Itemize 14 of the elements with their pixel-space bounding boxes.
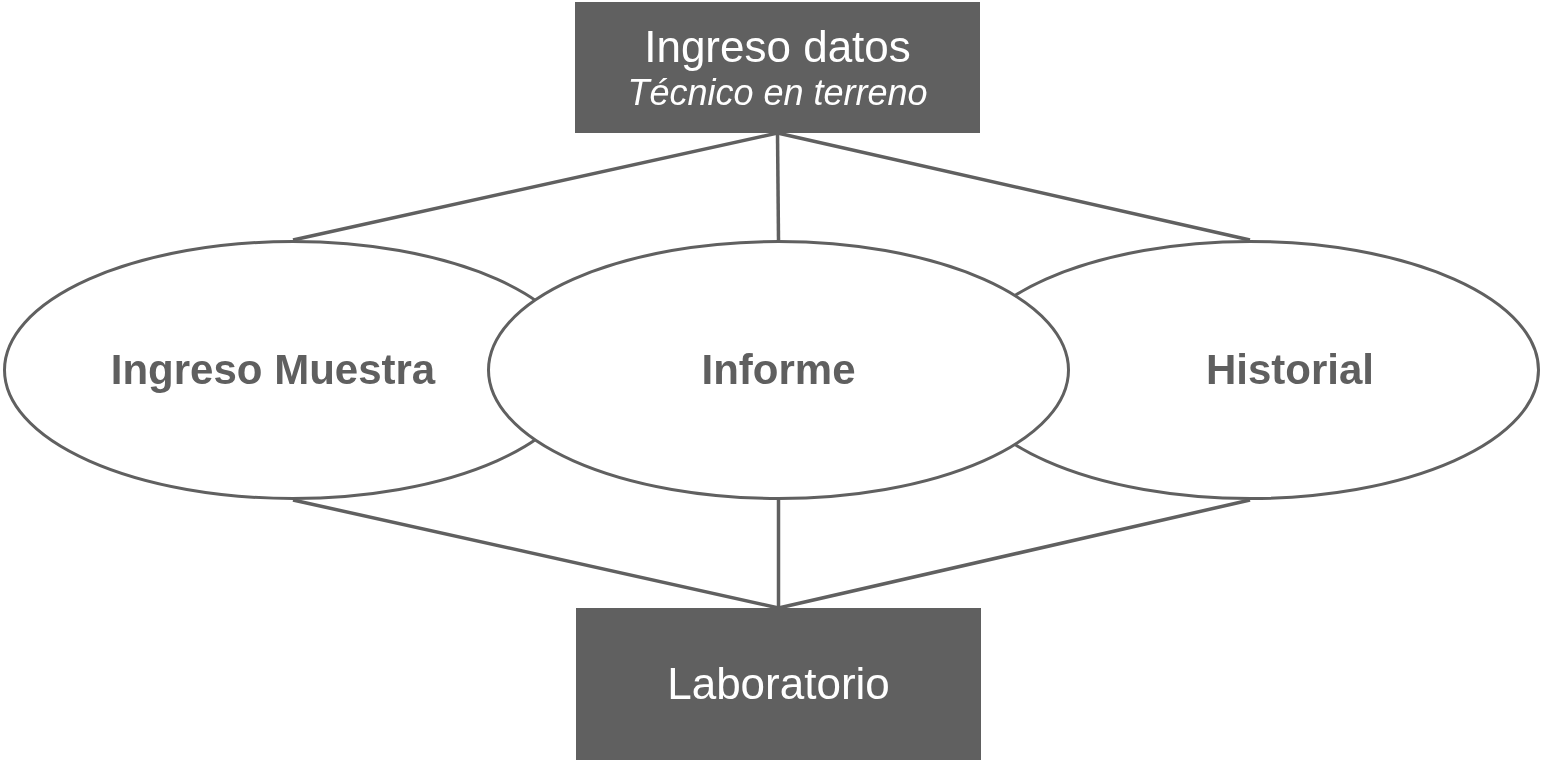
box-title: Ingreso datos [644,21,911,73]
connector-line [292,498,779,610]
connector-line [777,131,1251,242]
process-box [576,608,981,760]
process-box [575,2,980,133]
box-title: Laboratorio [667,658,890,710]
ellipse-label: Historial [1205,346,1374,394]
ellipse-label: Informe [701,346,856,394]
ellipse-label: Ingreso Muestra [110,346,436,394]
connector-line [292,131,778,242]
connector-line [778,498,1251,610]
connector-line [775,133,781,240]
box-subtitle: Técnico en terreno [627,72,928,114]
connector-line [776,500,781,608]
